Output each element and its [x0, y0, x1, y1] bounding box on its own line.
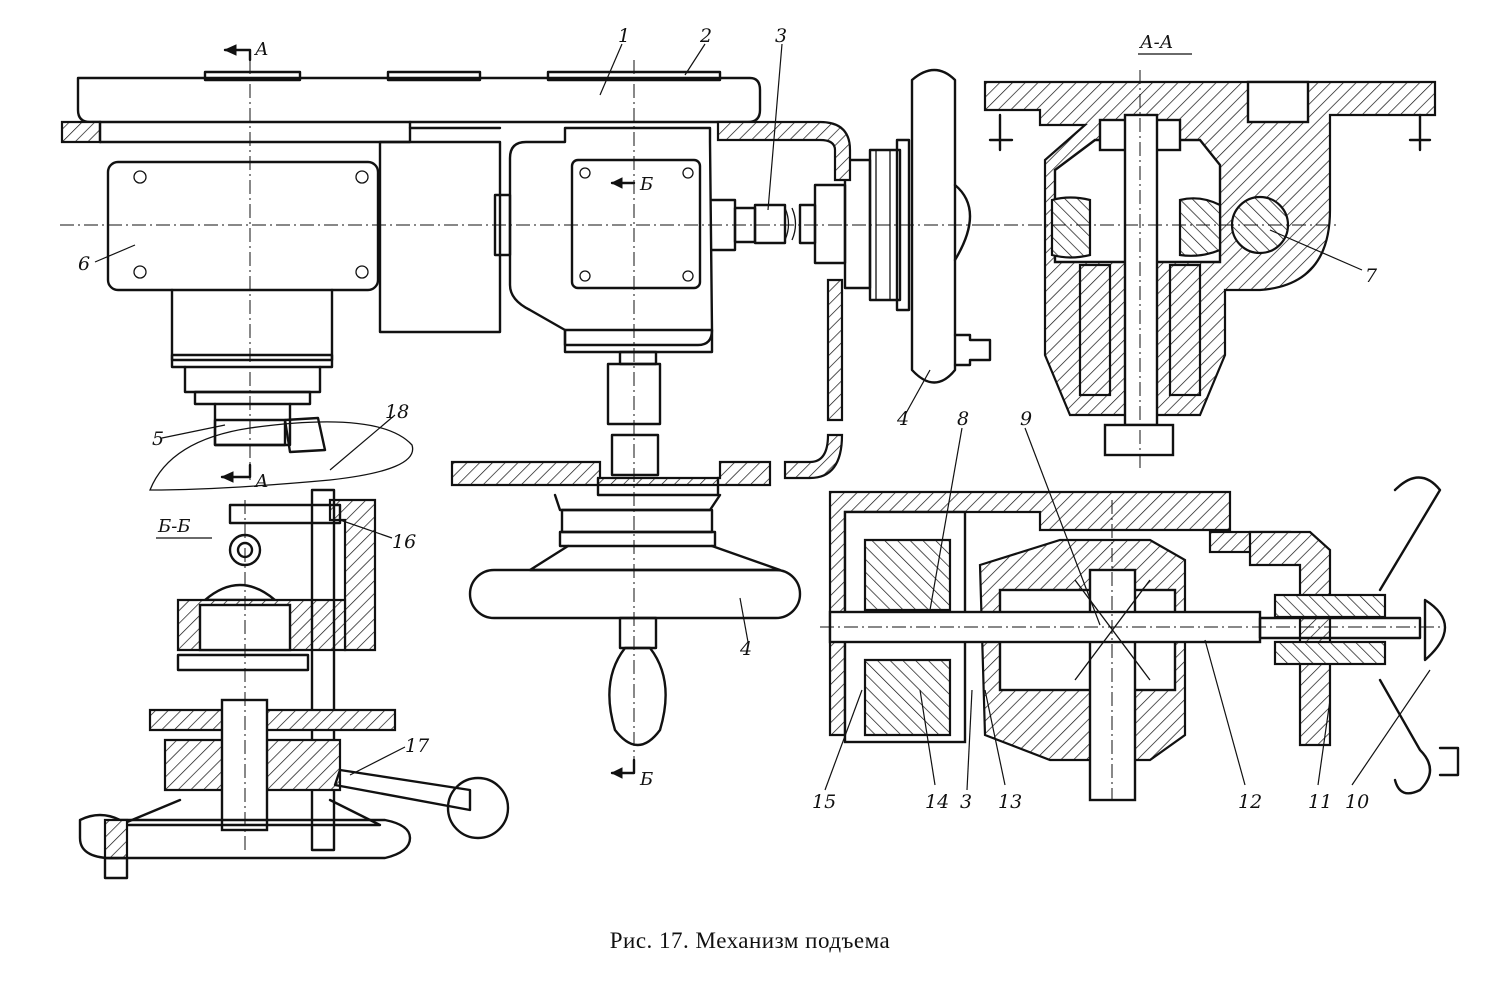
section-label-b-bottom: Б [639, 769, 653, 790]
housing-wall-section [716, 120, 852, 182]
dial-ring [560, 508, 714, 534]
table-plate [76, 76, 762, 124]
section-a-a [980, 70, 1437, 470]
callout-7: 7 [1365, 265, 1378, 287]
lever-17 [333, 768, 472, 812]
bottom-handwheel [468, 568, 802, 620]
callout-18: 18 [385, 401, 409, 423]
section-label-a-top: А [253, 39, 269, 60]
callout-4-side: 4 [896, 408, 909, 430]
shaft-coupling [753, 203, 787, 245]
rod-16 [310, 488, 336, 852]
plate-edge-section [60, 120, 102, 144]
section-b-b [78, 488, 510, 880]
callout-11: 11 [1308, 791, 1332, 813]
callout-4-bottom: 4 [739, 638, 752, 660]
callout-8: 8 [957, 408, 969, 430]
gearbox-cover [106, 160, 380, 292]
pin-part [283, 416, 327, 454]
knurled-ring-lower [558, 530, 717, 548]
callout-12: 12 [1238, 791, 1262, 813]
callout-16: 16 [392, 531, 416, 553]
callout-1: 1 [618, 25, 630, 47]
callout-5: 5 [152, 428, 164, 450]
figure-caption: Рис. 17. Механизм подъема [609, 928, 891, 953]
lever-knob [446, 776, 510, 840]
main-view [60, 68, 992, 747]
section-label-a-bottom: А [253, 471, 269, 492]
motor-block [378, 140, 502, 334]
section-label-b-top: Б [639, 174, 653, 195]
lower-table-section [450, 460, 772, 487]
table-outline [149, 421, 414, 491]
gearbox-inspection-cover [570, 158, 702, 290]
handwheel-grip [608, 646, 667, 747]
callout-3: 3 [775, 25, 787, 47]
plate-boss [386, 70, 482, 82]
handwheel-hub [813, 183, 847, 265]
plate-boss [203, 70, 302, 82]
callout-leaders [94, 43, 1431, 791]
section-title-bb: Б-Б [157, 516, 191, 537]
callout-14: 14 [925, 791, 949, 813]
vertical-shaft [1123, 113, 1159, 427]
callout-2: 2 [699, 25, 712, 47]
gear-section [820, 476, 1460, 802]
side-handwheel [910, 68, 957, 384]
callout-15: 15 [812, 791, 836, 813]
callout-10: 10 [1345, 791, 1369, 813]
callout-17: 17 [405, 735, 430, 757]
section-title-aa: А-А [1138, 32, 1173, 53]
handwheel-spoke [1378, 476, 1442, 592]
center-gearbox [508, 126, 714, 347]
lower-handwheel [78, 813, 412, 860]
callout-6: 6 [78, 253, 90, 275]
callout-13: 13 [998, 791, 1022, 813]
callout-9: 9 [1020, 408, 1032, 430]
callout-3-lower: 3 [960, 791, 972, 813]
